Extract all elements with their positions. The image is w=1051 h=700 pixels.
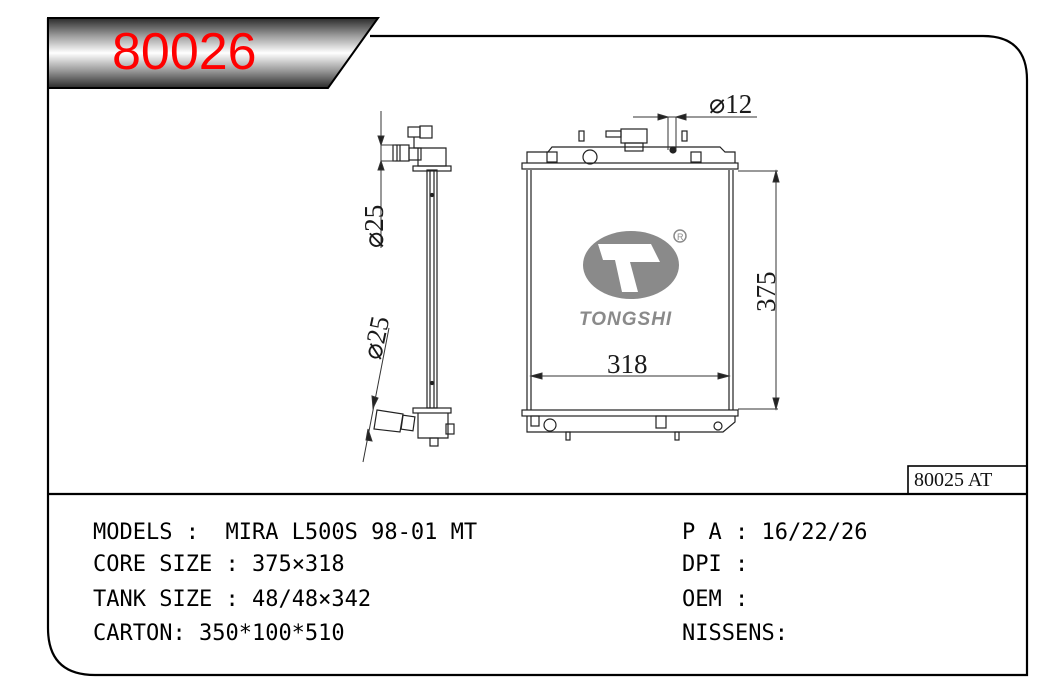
spec-row-carton: CARTON: 350*100*510 xyxy=(93,621,345,647)
spec-row-oem: OEM : xyxy=(682,587,761,613)
reference-box-border xyxy=(907,465,1028,495)
title-banner xyxy=(47,17,380,89)
registered-mark-icon: R xyxy=(677,232,684,242)
logo-brand-text: TONGSHI xyxy=(579,309,673,330)
spec-label: OEM : xyxy=(682,587,762,612)
side-view-dimensions xyxy=(362,111,395,463)
spec-row-models: MODELS : MIRA L500S 98-01 MT xyxy=(93,520,477,546)
tongshi-logo-icon: R xyxy=(583,229,687,299)
spec-row-dpi: DPI : xyxy=(682,552,761,578)
spec-row-core-size: CORE SIZE : 375×318 xyxy=(93,552,345,578)
spec-row-tank-size: TANK SIZE : 48/48×342 xyxy=(93,587,371,613)
spec-value: 375×318 xyxy=(251,552,345,577)
core-height-label: 375 xyxy=(751,271,781,313)
spec-value: 350*100*510 xyxy=(198,621,345,646)
spec-row-nissens: NISSENS: xyxy=(682,621,788,647)
spec-label: P A : xyxy=(682,520,762,545)
spec-label: TANK SIZE : xyxy=(93,587,252,612)
spec-value: 16/22/26 xyxy=(761,520,868,545)
spec-label: CARTON: xyxy=(93,621,199,646)
spec-value: 48/48×342 xyxy=(251,587,372,612)
drain-diameter-label: ⌀12 xyxy=(709,89,753,119)
side-view-drawing xyxy=(373,125,455,447)
inlet-diameter-label: ⌀25 xyxy=(359,204,389,248)
spec-label: NISSENS: xyxy=(682,621,788,646)
front-view-dimensions xyxy=(529,113,780,411)
part-number-title: 80026 xyxy=(112,23,257,81)
outer-frame xyxy=(46,18,1029,677)
spec-label: DPI : xyxy=(682,552,762,577)
spec-row-pa: P A : 16/22/26 xyxy=(682,520,867,546)
core-width-label: 318 xyxy=(607,349,648,379)
spec-label: CORE SIZE : xyxy=(93,552,252,577)
spec-value: MIRA L500S 98-01 MT xyxy=(225,520,478,545)
reference-part-number: 80025 AT xyxy=(914,469,993,491)
front-view-drawing xyxy=(521,128,739,441)
spec-label: MODELS : xyxy=(93,520,226,545)
